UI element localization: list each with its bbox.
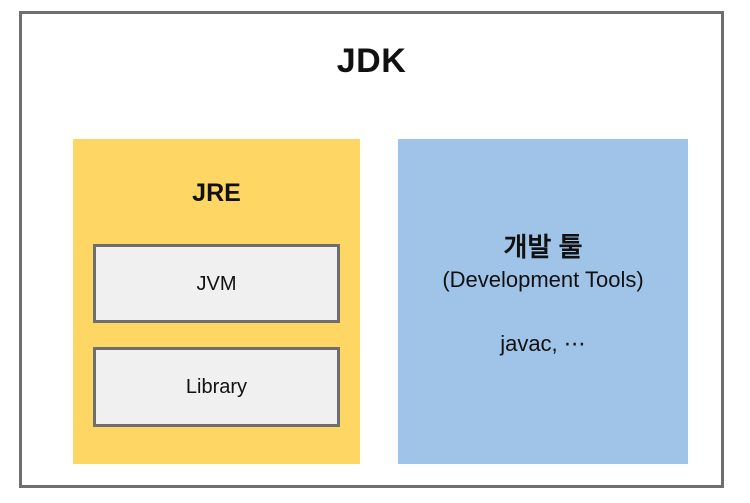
jdk-container-box: JDK JRE JVM Library 개발 툴 (Development To…	[19, 11, 724, 488]
development-tools-label: 개발 툴	[503, 232, 583, 262]
library-label: Library	[185, 376, 248, 398]
development-tools-sublabel: (Development Tools)	[442, 267, 644, 292]
development-tools-block: 개발 툴 (Development Tools) javac, ⋯	[398, 139, 688, 464]
jre-block: JRE JVM Library	[73, 139, 360, 464]
development-tools-items: javac, ⋯	[500, 331, 586, 356]
jdk-title: JDK	[336, 42, 407, 80]
jvm-label: JVM	[196, 272, 237, 295]
jvm-block: JVM	[93, 244, 340, 323]
library-block: Library	[93, 347, 340, 427]
jre-label: JRE	[192, 179, 241, 207]
